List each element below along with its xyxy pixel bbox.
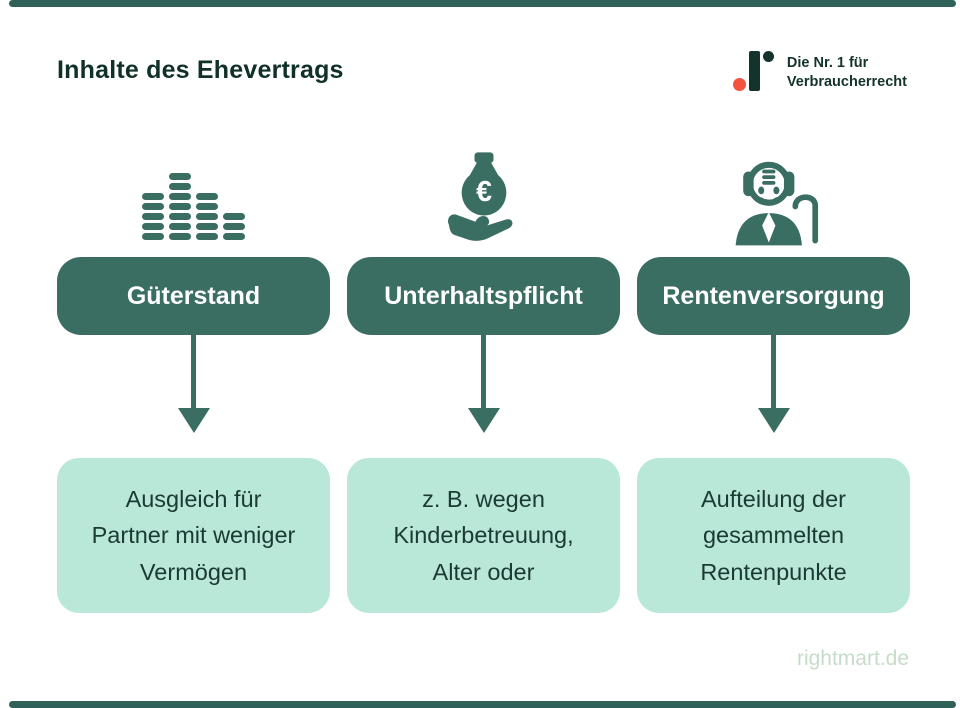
description-text: Ausgleich für Partner mit weniger Vermög… [91,485,296,585]
down-arrow [757,335,790,433]
column-gueterstand: Güterstand Ausgleich für Partner mit wen… [57,150,330,613]
down-arrow [467,335,500,433]
icon-wrap [729,150,819,246]
elderly-man-cane-icon [735,161,818,246]
column-rentenversorgung: Rentenversorgung Aufteilung der gesammel… [637,150,910,613]
euro-symbol: € [476,176,492,208]
logo-text: Die Nr. 1 für Verbraucherrecht [787,47,907,92]
arrow-head-icon [757,408,790,433]
down-arrow [177,335,210,433]
arrow-head-icon [467,408,500,433]
category-label: Güterstand [126,281,261,310]
money-bag-hand-icon: € [447,152,512,241]
description-text: z. B. wegen Kinderbetreuung, Alter oder [393,485,574,585]
logo-vertical-bar [748,51,760,91]
description-card: Ausgleich für Partner mit weniger Vermög… [57,458,330,613]
top-accent-bar [9,0,956,7]
category-pill-gueterstand: Güterstand [57,257,330,335]
icon-wrap: € [446,150,522,246]
arrow-head-icon [177,408,210,433]
arrow-stem [481,335,486,408]
watermark: rightmart.de [796,647,909,670]
logo-line-1: Die Nr. 1 für [786,55,869,71]
column-unterhaltspflicht: € Unterhaltspflicht z. B. wegen Kinderbe… [347,150,620,613]
description-card: Aufteilung der gesammelten Rentenpunkte [637,458,910,613]
columns-grid: Güterstand Ausgleich für Partner mit wen… [57,150,910,613]
arrow-stem [191,335,196,408]
category-pill-unterhaltspflicht: Unterhaltspflicht [347,257,620,335]
icon-wrap [142,150,245,246]
page-title: Inhalte des Ehevertrags [57,56,344,84]
equalizer-bars-icon [142,173,245,246]
bottom-accent-bar [9,701,956,708]
logo-dark-dot [762,51,774,62]
description-text: Aufteilung der gesammelten Rentenpunkte [700,485,847,585]
logo-line-2: Verbraucherrecht [786,74,907,91]
arrow-stem [771,335,776,408]
category-label: Rentenversorgung [662,281,885,310]
category-label: Unterhaltspflicht [384,281,583,310]
brand-logo-mark-icon [732,47,776,95]
description-card: z. B. wegen Kinderbetreuung, Alter oder [347,458,620,613]
brand-logo: Die Nr. 1 für Verbraucherrecht [732,47,907,95]
category-pill-rentenversorgung: Rentenversorgung [637,257,910,335]
logo-red-dot [732,78,746,91]
